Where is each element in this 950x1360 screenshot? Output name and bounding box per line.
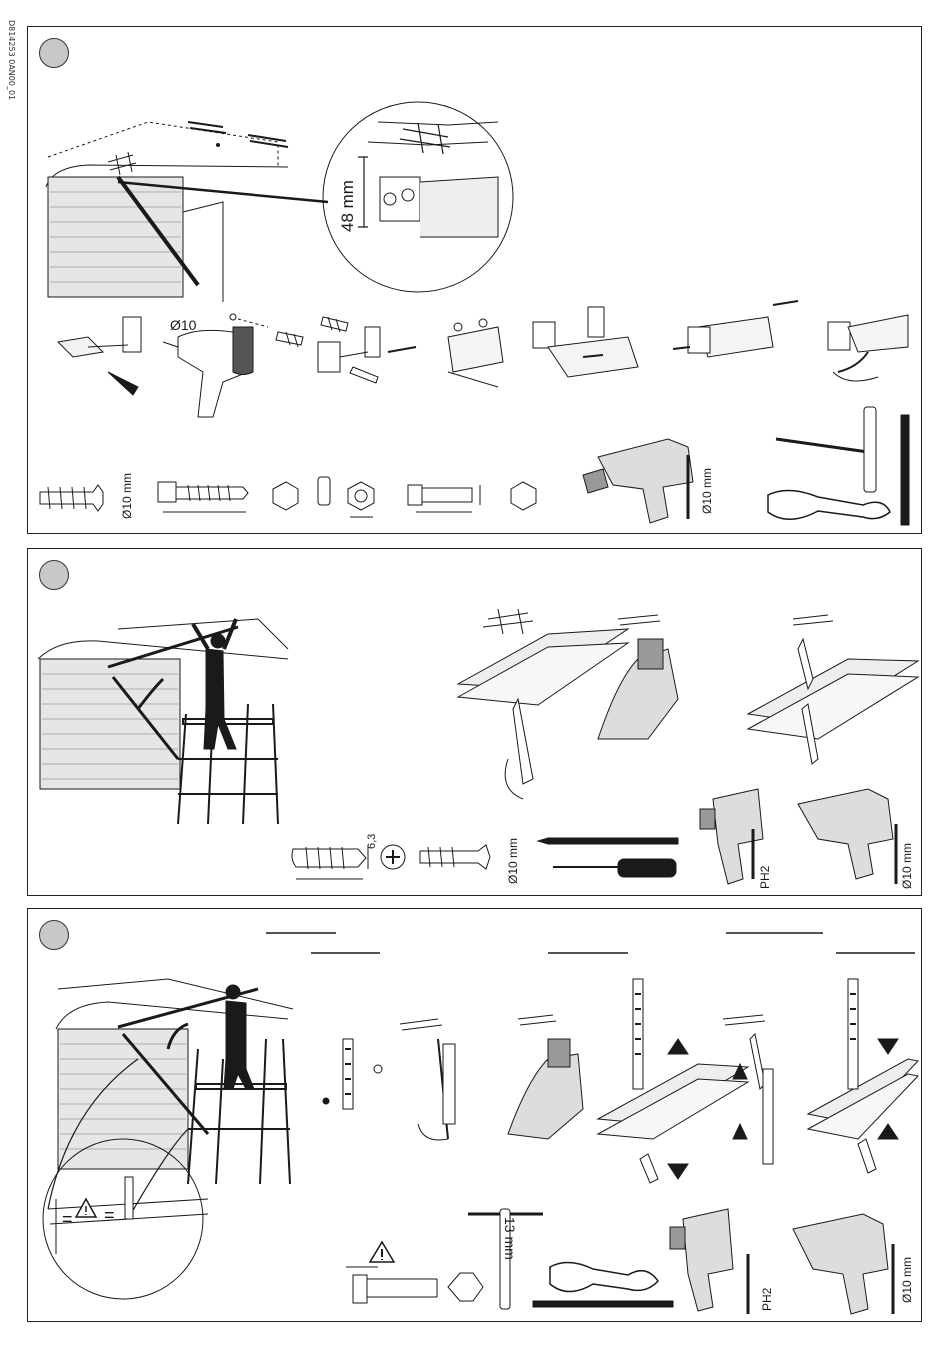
step-1-illustration <box>28 27 923 535</box>
step-2-illustration <box>28 549 923 897</box>
section-underlines <box>266 933 915 953</box>
garage-door-overview <box>46 122 328 302</box>
plug-diameter-label: Ø10 mm <box>506 838 520 884</box>
step-2-panel: 6,3 Ø10 mm PH2 Ø10 mm <box>27 548 922 896</box>
drillbit-diameter-label: Ø10 mm <box>900 843 914 889</box>
drilling-sequence <box>458 609 918 799</box>
garage-door-with-scaffold <box>38 619 288 824</box>
step-1-panel: 48 mm Ø10 Ø10 mm Ø10 mm <box>27 26 922 534</box>
hardware-items <box>292 789 896 884</box>
bit-type-label: PH2 <box>760 1288 774 1311</box>
measure-48mm-label: 48 mm <box>338 180 358 232</box>
document-code: D814253 0AN00_01 <box>4 20 18 150</box>
screw-size-label: 6,3 <box>366 834 378 849</box>
plug-diameter-label: Ø10 mm <box>120 473 134 519</box>
hardware-items <box>346 1209 893 1314</box>
hardware-items <box>40 407 909 525</box>
step-3-panel: = = 13 mm PH2 Ø10 mm <box>27 908 922 1322</box>
drill-diameter-label: Ø10 <box>170 317 196 333</box>
bit-type-label: PH2 <box>758 866 772 889</box>
step-3-illustration <box>28 909 923 1323</box>
wrench-size-label: 13 mm <box>502 1217 518 1260</box>
equal-sign-left: = <box>62 1209 73 1230</box>
hanger-installation-sequence <box>323 979 918 1183</box>
equal-sign-right: = <box>104 1205 115 1226</box>
drillbit-diameter-label: Ø10 mm <box>900 1257 914 1303</box>
garage-door-with-scaffold <box>43 979 293 1299</box>
drillbit-diameter-label: Ø10 mm <box>700 468 714 514</box>
